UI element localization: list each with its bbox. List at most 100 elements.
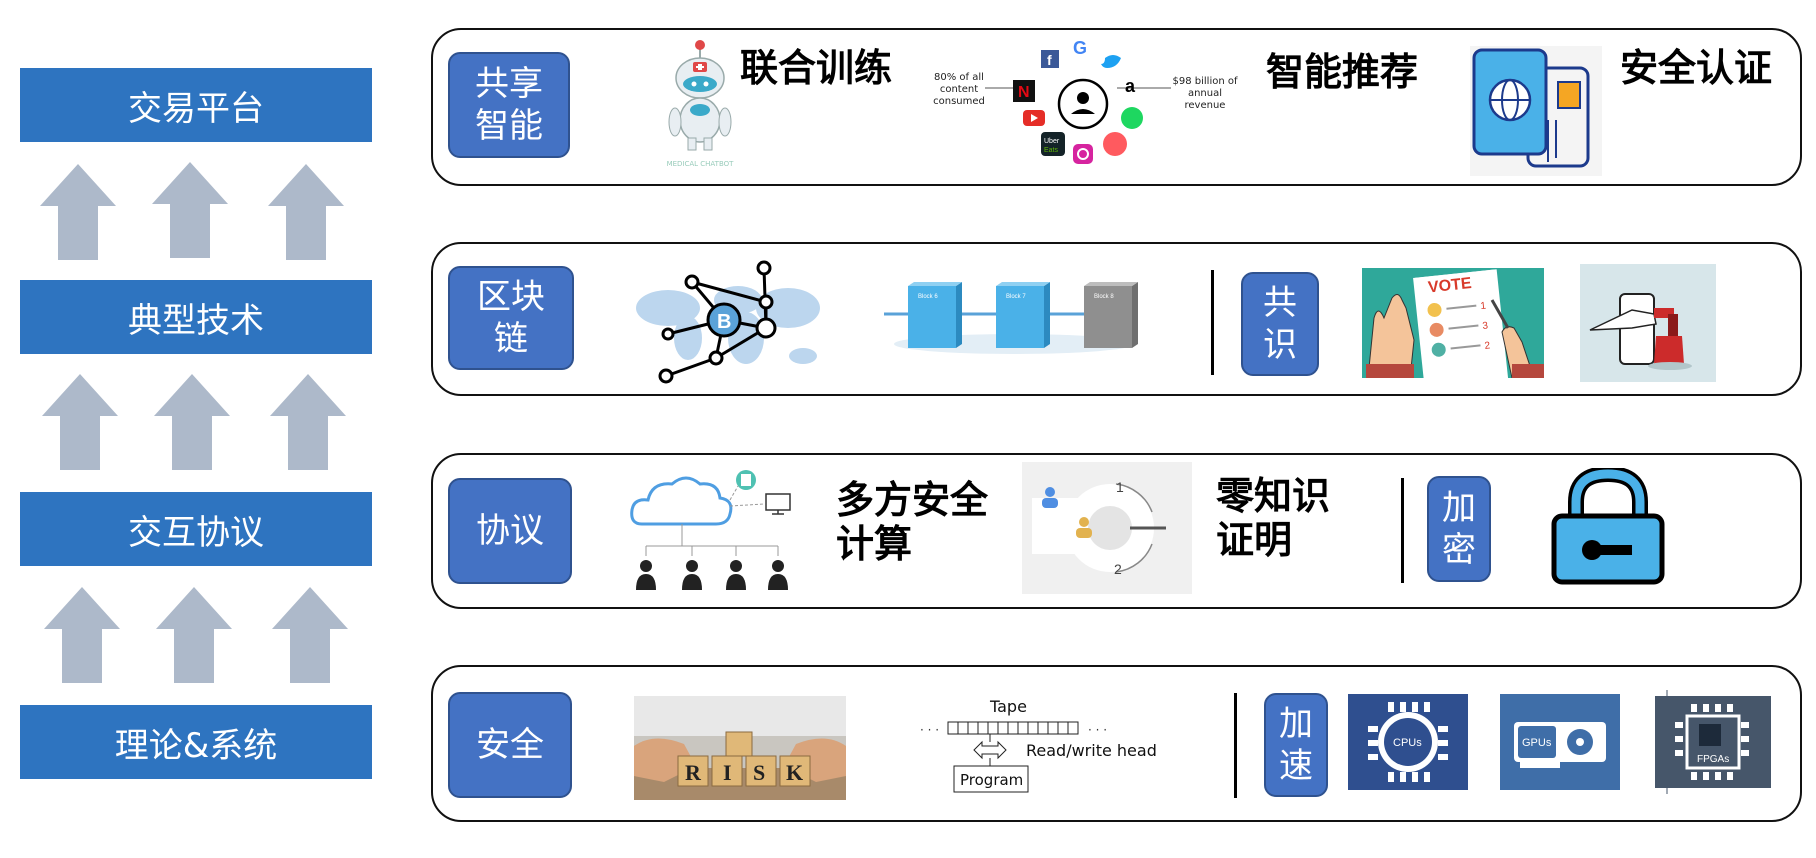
up-arrows-group-1 [40,162,344,260]
svg-text:Eats: Eats [1044,147,1059,154]
block-icon [1084,282,1138,348]
chip-label: GPUs [1522,737,1552,749]
svg-text:1: 1 [1480,301,1487,313]
vote-text: VOTE [1427,275,1472,296]
block-title: Block 6 [918,294,938,300]
tag-encryption: 加 密 [1427,476,1491,582]
risk-letter: R [685,760,702,785]
twitter-icon [1101,55,1121,68]
label-federated-training: 联合训练 [740,46,893,90]
tag-label: 安全 [476,725,544,765]
blockchain-blocks-diagram: Block 6 Block 7 Block 8 [884,282,1138,354]
svg-text:3: 3 [1482,320,1489,332]
mpc-line: 计算 [836,522,913,566]
up-arrows-group-2 [42,374,346,470]
google-icon: G [1073,38,1087,58]
tag-blockchain: 区块 链 [448,266,574,370]
block-icon [908,282,962,348]
layer-typical-tech-label: 典型技术 [128,300,264,341]
blockchain-network-map-icon: B [636,260,820,384]
up-arrow-icon [268,164,344,260]
tag-protocol: 协议 [448,478,572,584]
amazon-icon: a [1125,76,1136,96]
robot-caption: MEDICAL CHATBOT [666,160,734,168]
medical-chatbot-robot-icon [668,40,732,151]
up-arrows-group-3 [44,587,348,683]
layer-typical-tech: 典型技术 [20,280,372,354]
layer-interaction-protocol-label: 交互协议 [128,512,264,553]
tag-line: 加 [1279,704,1313,744]
separator-line [1401,478,1404,583]
svg-text:2: 2 [1484,340,1491,352]
up-arrow-icon [152,162,228,258]
rec-right-line: $98 billion of [1172,76,1238,87]
svg-text:f: f [1047,52,1052,68]
user-icon [1079,517,1089,527]
facebook-icon [1041,50,1059,68]
up-arrow-icon [154,374,230,470]
tag-acceleration: 加 速 [1264,693,1328,797]
block-icon [996,282,1050,348]
up-arrow-icon [44,587,120,683]
rec-left-line: consumed [933,96,985,107]
layer-theory-system-label: 理论&系统 [114,725,278,766]
layer-interaction-protocol: 交互协议 [20,492,372,566]
risk-letter: K [786,760,803,785]
risk-blocks-photo: R I S K [634,696,846,800]
svg-text:Uber: Uber [1044,138,1060,145]
rec-left-line: content [939,84,979,95]
risk-letter-blocks: R I S K [677,731,811,787]
vote-ballot-icon: VOTE 1 3 2 [1362,268,1544,378]
tag-line: 加 [1442,488,1476,528]
zk-line: 证明 [1216,518,1293,562]
zero-knowledge-diagram: 1 2 [1022,462,1192,594]
svg-text:· · ·: · · · [920,723,939,737]
block-title: Block 8 [1094,294,1114,300]
netflix-icon [1013,80,1035,102]
recommendation-diagram: f G N a Uber Eats [985,38,1171,164]
gpu-card-icon: GPUs [1500,694,1620,790]
online-voting-icon [1580,264,1716,382]
block-title: Block 7 [1006,294,1026,300]
up-arrow-icon [40,164,116,260]
person-icon [686,560,698,572]
person-icon [730,560,742,572]
label-smart-recommendation: 智能推荐 [1266,50,1419,94]
tape-label: Tape [989,697,1027,716]
fpga-chip-icon: FPGAs [1655,690,1771,794]
up-arrow-icon [156,587,232,683]
cloud-network-icon [630,470,791,590]
tag-line: 识 [1263,325,1297,365]
app-logos: f G N a Uber Eats [1013,38,1143,164]
tag-line: 共享 [475,64,543,104]
layer-trading-platform: 交易平台 [20,68,372,142]
airbnb-icon [1103,132,1127,156]
chip-label: CPUs [1393,737,1422,749]
chip-label: FPGAs [1697,754,1729,765]
tag-line: 智能 [475,106,543,146]
svg-text:B: B [717,311,731,333]
zk-step-label: 1 [1116,479,1124,495]
rec-right-text: $98 billion of annual revenue [1170,76,1240,112]
svg-text:N: N [1018,84,1030,101]
up-arrow-icon [270,374,346,470]
tag-consensus: 共 识 [1241,272,1319,376]
mpc-line: 多方安全 [836,478,989,522]
tag-security: 安全 [448,692,572,798]
tag-line: 区块 [477,277,545,317]
person-icon [640,560,652,572]
label-zero-knowledge: 零知识 证明 [1216,474,1330,562]
up-arrow-icon [272,587,348,683]
risk-letter: I [723,760,732,785]
label-security-authentication: 安全认证 [1620,46,1773,90]
lock-icon [1551,468,1665,585]
up-arrow-icon [42,374,118,470]
zk-step-label: 2 [1114,561,1122,577]
instagram-icon [1073,144,1093,164]
layer-theory-system: 理论&系统 [20,705,372,779]
cpu-chip-icon: CPUs [1348,694,1468,790]
head-label: Read/write head [1026,741,1157,760]
tag-shared-intelligence: 共享 智能 [448,52,570,158]
svg-text:· · ·: · · · [1088,723,1107,737]
tag-label: 协议 [476,511,544,551]
